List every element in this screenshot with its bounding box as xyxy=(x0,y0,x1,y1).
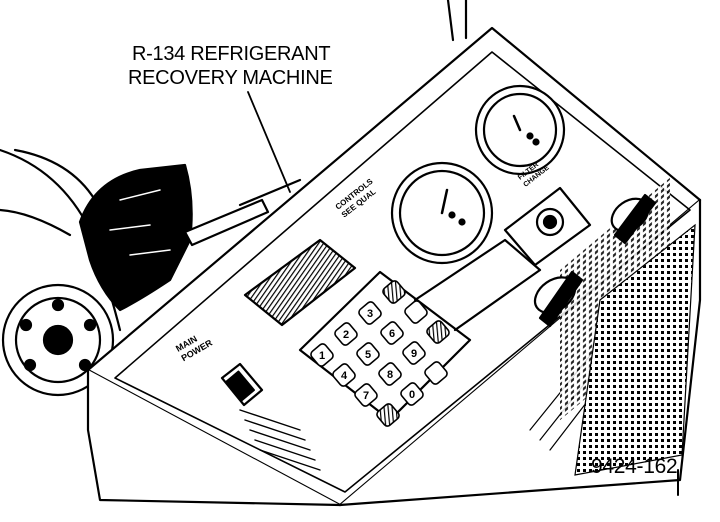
keypad-key-2: 2 xyxy=(334,322,358,346)
keypad-key-3: 3 xyxy=(358,301,382,325)
keypad-key-label: 1 xyxy=(319,350,325,362)
keypad-function-key xyxy=(382,280,406,304)
front-grille xyxy=(239,409,321,471)
vehicle-hood-edge xyxy=(13,148,97,202)
filter-indicator-light xyxy=(535,207,565,237)
keypad-key-label: 9 xyxy=(411,348,417,360)
upper-valve-knob xyxy=(610,193,657,245)
keypad-function-key xyxy=(376,403,400,427)
callout-leader-line xyxy=(247,91,291,193)
keypad-keys: 1 2 3 4 5 6 7 8 9 0 xyxy=(310,280,450,427)
display-window xyxy=(243,238,357,327)
lower-valve-knob xyxy=(533,270,584,328)
keypad-key-9: 9 xyxy=(402,341,426,365)
keypad-function-key xyxy=(424,361,448,385)
keypad-key-label: 8 xyxy=(387,369,393,381)
keypad-key-0: 0 xyxy=(400,382,424,406)
left-gauge xyxy=(390,161,494,265)
engine-component xyxy=(78,163,193,312)
hose-line xyxy=(238,178,302,207)
main-power-switch xyxy=(225,370,255,402)
keypad-key-label: 6 xyxy=(389,328,395,340)
right-gauge xyxy=(474,84,566,176)
callout-label-line2: RECOVERY MACHINE xyxy=(128,67,333,89)
keypad-key-label: 5 xyxy=(365,349,371,361)
keypad-key-5: 5 xyxy=(356,342,380,366)
keypad-key-label: 7 xyxy=(363,390,369,402)
keypad-function-key xyxy=(404,300,428,324)
keypad-key-7: 7 xyxy=(354,383,378,407)
keypad-key-4: 4 xyxy=(332,363,356,387)
keypad-key-6: 6 xyxy=(380,321,404,345)
keypad-key-label: 3 xyxy=(367,308,373,320)
keypad-key-label: 0 xyxy=(409,389,415,401)
keypad-key-label: 2 xyxy=(343,329,349,341)
keypad-key-1: 1 xyxy=(310,343,334,367)
keypad-function-key xyxy=(426,320,450,344)
background-pole xyxy=(446,0,455,42)
engine-component-highlight xyxy=(109,189,171,256)
figure-id: 9424-162 xyxy=(591,455,678,478)
vehicle-inner-line xyxy=(0,208,72,237)
keypad-key-label: 4 xyxy=(341,370,348,382)
filter-indicator-box xyxy=(503,186,592,267)
callout-label-line1: R-134 REFRIGERANT xyxy=(132,43,331,65)
machine-front-face xyxy=(86,368,342,507)
keypad-key-8: 8 xyxy=(378,362,402,386)
side-grille-mesh xyxy=(574,223,696,476)
hose-fitting xyxy=(183,198,270,247)
